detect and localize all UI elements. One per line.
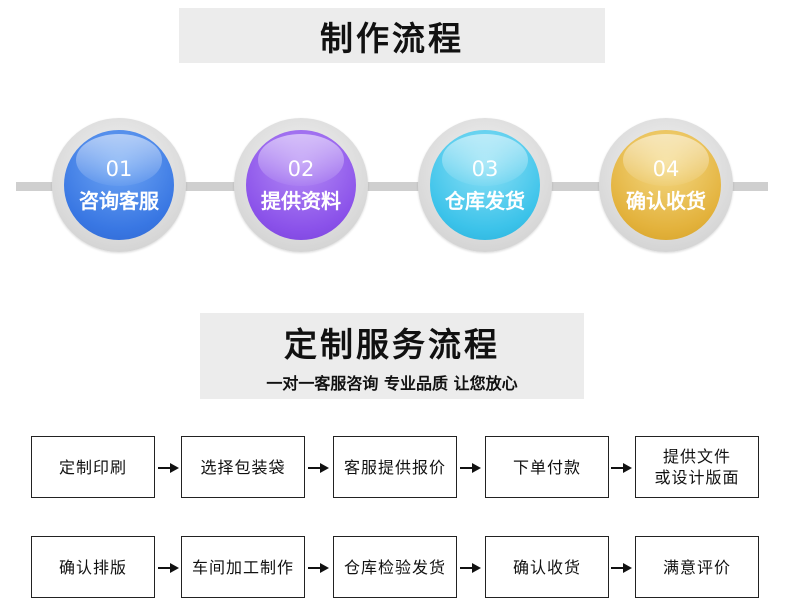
service-step-1: 定制印刷 <box>31 436 155 498</box>
process-step-1: 01 咨询客服 <box>52 118 186 252</box>
service-step-2: 选择包装袋 <box>181 436 305 498</box>
custom-service-subtitle: 一对一客服咨询 专业品质 让您放心 <box>266 374 518 393</box>
arrow-right-icon <box>460 462 482 474</box>
process-step-1-circle: 01 咨询客服 <box>64 130 174 240</box>
process-step-3-circle: 03 仓库发货 <box>430 130 540 240</box>
service-step-6: 确认排版 <box>31 536 155 598</box>
process-step-4: 04 确认收货 <box>599 118 733 252</box>
process-step-3-label: 仓库发货 <box>445 188 525 213</box>
service-step-3: 客服提供报价 <box>333 436 457 498</box>
arrow-right-icon <box>611 462 633 474</box>
service-step-5: 提供文件 或设计版面 <box>635 436 759 498</box>
arrow-right-icon <box>460 562 482 574</box>
process-title: 制作流程 <box>320 18 464 58</box>
custom-service-title: 定制服务流程 <box>284 325 500 364</box>
arrow-right-icon <box>158 562 180 574</box>
process-step-4-circle: 04 确认收货 <box>611 130 721 240</box>
service-step-9: 确认收货 <box>485 536 609 598</box>
process-step-1-label: 咨询客服 <box>79 188 159 213</box>
process-step-4-number: 04 <box>652 156 680 181</box>
arrow-right-icon <box>308 462 330 474</box>
service-step-7: 车间加工制作 <box>181 536 305 598</box>
service-step-10: 满意评价 <box>635 536 759 598</box>
process-title-box: 制作流程 <box>179 8 605 63</box>
process-step-3-number: 03 <box>471 156 499 181</box>
process-step-2-circle: 02 提供资料 <box>246 130 356 240</box>
custom-service-title-box: 定制服务流程 一对一客服咨询 专业品质 让您放心 <box>200 313 584 399</box>
arrow-right-icon <box>611 562 633 574</box>
service-step-8: 仓库检验发货 <box>333 536 457 598</box>
process-step-2-number: 02 <box>287 156 315 181</box>
service-step-4: 下单付款 <box>485 436 609 498</box>
process-step-2: 02 提供资料 <box>234 118 368 252</box>
process-step-2-label: 提供资料 <box>261 188 341 213</box>
process-step-3: 03 仓库发货 <box>418 118 552 252</box>
process-connector-line <box>16 182 768 191</box>
process-step-4-label: 确认收货 <box>626 188 706 213</box>
arrow-right-icon <box>158 462 180 474</box>
process-step-1-number: 01 <box>105 156 133 181</box>
arrow-right-icon <box>308 562 330 574</box>
